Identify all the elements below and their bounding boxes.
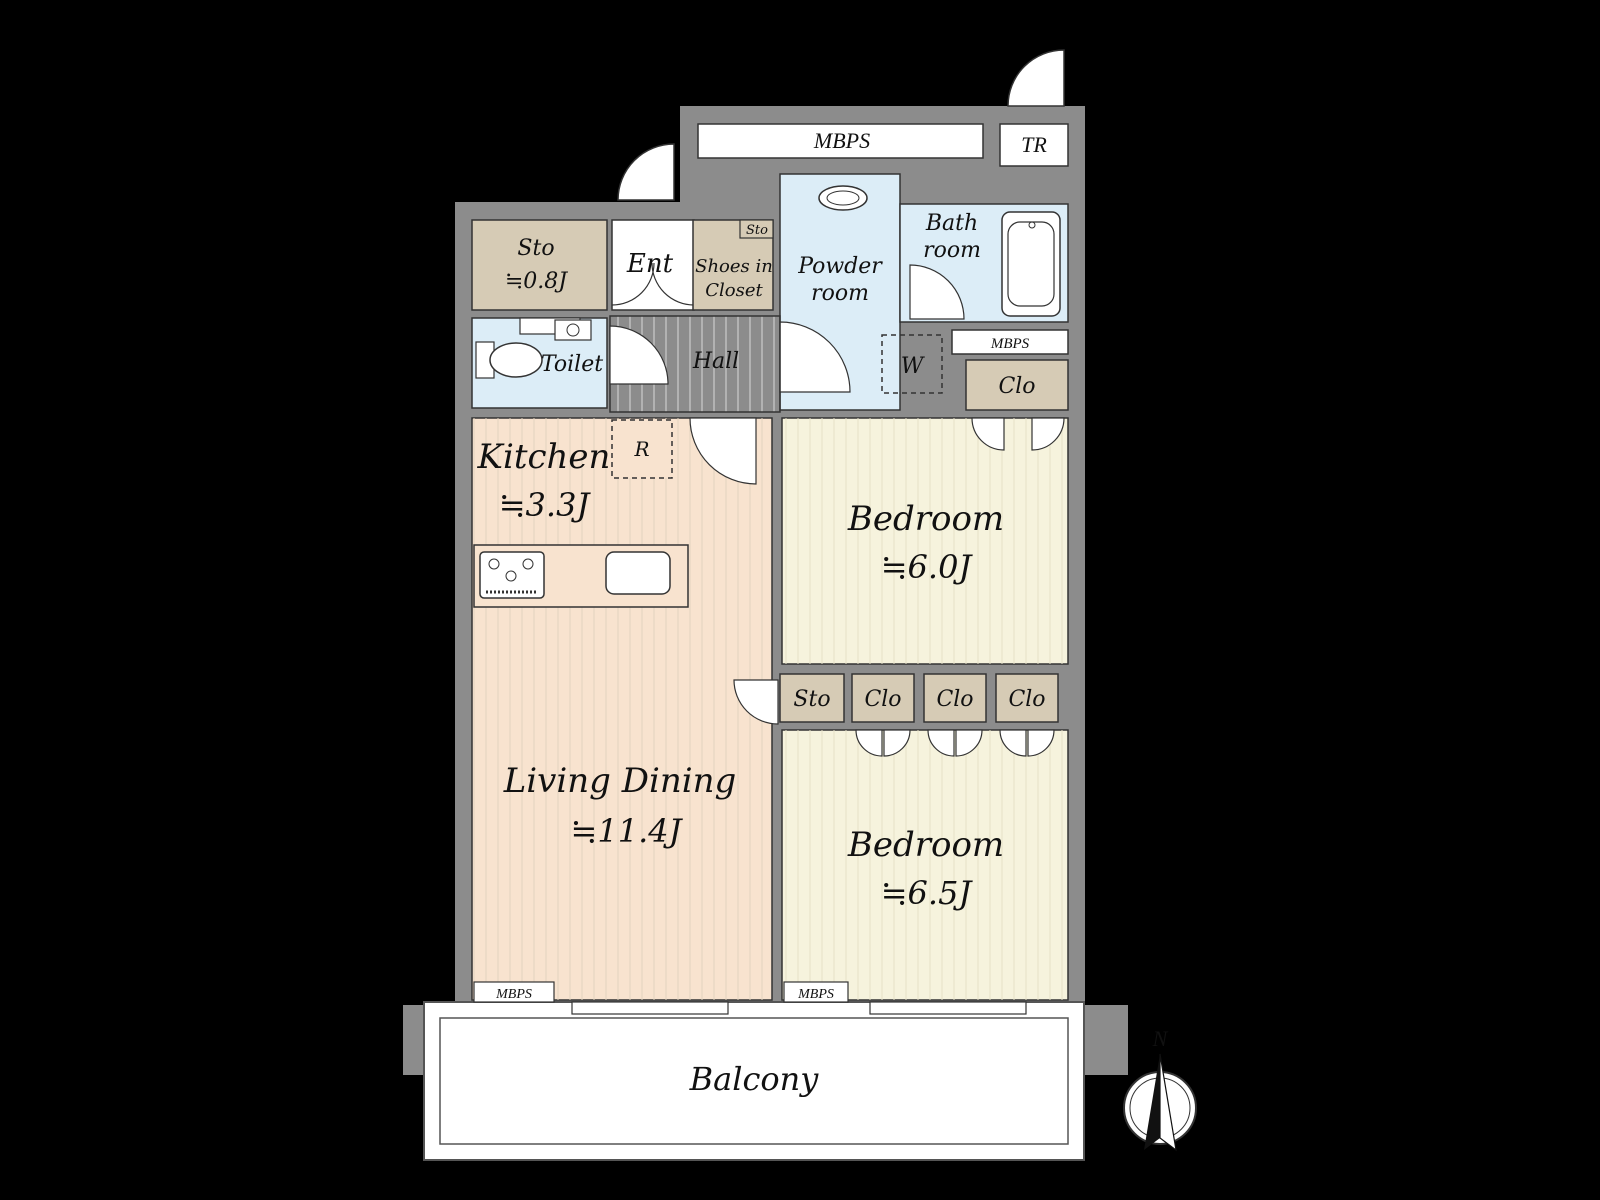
balcony-label: Balcony	[689, 1060, 820, 1098]
living-area: ≒11.4J	[571, 812, 684, 850]
closets-row: Sto Clo Clo Clo	[779, 673, 1059, 723]
bedroom-1-label: Bedroom	[847, 499, 1004, 539]
living-dining: R Kitchen ≒3.3J Living Dining ≒11.4J	[471, 417, 779, 1001]
stove-icon	[479, 551, 545, 599]
bathtub-icon	[1001, 211, 1061, 317]
svg-text:W: W	[901, 354, 926, 379]
svg-text:Clo: Clo	[998, 374, 1035, 399]
svg-text:Toilet: Toilet	[541, 352, 603, 377]
washer-space	[881, 334, 943, 394]
mbps-top: MBPS	[697, 123, 984, 159]
bathroom: Bath room	[899, 203, 1069, 323]
bedroom-2-area: ≒6.5J	[881, 874, 974, 912]
closet-upper: Clo	[965, 359, 1069, 411]
svg-text:Clo: Clo	[864, 687, 901, 712]
svg-text:room: room	[811, 281, 869, 306]
kitchen-area: ≒3.3J	[499, 486, 592, 524]
bedroom-2-label: Bedroom	[847, 825, 1004, 865]
svg-text:Sto: Sto	[746, 223, 768, 238]
tr-box: TR	[999, 123, 1069, 167]
bedroom-2: Bedroom ≒6.5J	[781, 729, 1069, 1001]
svg-text:Clo: Clo	[1008, 687, 1045, 712]
svg-text:MBPS: MBPS	[813, 128, 870, 153]
bedroom-1-area: ≒6.0J	[881, 548, 974, 586]
compass-icon: N	[1123, 1026, 1197, 1152]
kitchen-sink-icon	[605, 551, 671, 595]
svg-text:MBPS: MBPS	[990, 336, 1030, 352]
mbps-bottom-right: MBPS	[783, 981, 849, 1003]
bedroom-1: Bedroom ≒6.0J	[781, 417, 1069, 665]
svg-text:MBPS: MBPS	[797, 987, 834, 1002]
toilet-bowl-icon	[489, 342, 543, 378]
svg-text:room: room	[923, 238, 981, 263]
svg-text:R: R	[633, 437, 649, 461]
powder-room: Powder room W	[779, 173, 943, 411]
mbps-bottom-left: MBPS	[473, 981, 555, 1003]
entry-door-arcs	[617, 49, 1065, 201]
hall: Hall	[609, 315, 781, 413]
mbps-middle: MBPS	[951, 329, 1069, 355]
svg-text:Sto: Sto	[517, 236, 554, 261]
svg-text:TR: TR	[1021, 132, 1047, 157]
entrance: Ent	[611, 219, 695, 311]
svg-text:Sto: Sto	[793, 687, 830, 712]
svg-text:Powder: Powder	[797, 254, 883, 279]
kitchen-label: Kitchen	[477, 437, 611, 477]
svg-text:≒0.8J: ≒0.8J	[505, 269, 568, 294]
fridge-space	[611, 419, 673, 479]
svg-text:Hall: Hall	[692, 349, 739, 374]
svg-text:Shoes in: Shoes in	[695, 256, 773, 277]
toilet-room: Toilet	[471, 317, 608, 409]
living-label: Living Dining	[503, 761, 737, 801]
svg-text:Bath: Bath	[925, 211, 978, 236]
svg-text:Clo: Clo	[936, 687, 973, 712]
storage-room: Sto ≒0.8J	[471, 219, 608, 311]
svg-text:N: N	[1152, 1026, 1169, 1051]
sink-icon	[818, 185, 868, 211]
shoes-closet: Shoes in Closet Sto	[692, 219, 774, 311]
svg-text:Closet: Closet	[705, 280, 763, 301]
balcony: Balcony	[423, 1001, 1085, 1161]
balcony-windows	[571, 1001, 1027, 1015]
svg-text:Ent: Ent	[626, 249, 674, 279]
svg-text:MBPS: MBPS	[495, 987, 532, 1002]
